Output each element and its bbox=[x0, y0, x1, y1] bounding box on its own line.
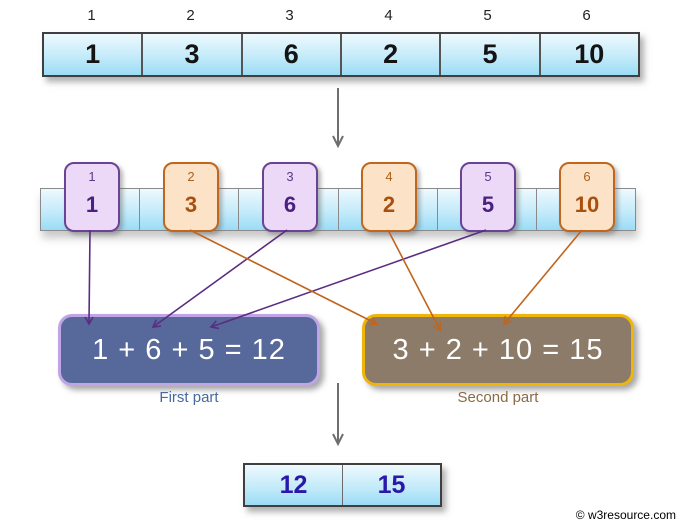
result-cell: 12 bbox=[245, 465, 342, 505]
index-card-3: 3 6 bbox=[262, 162, 318, 232]
card-value: 10 bbox=[574, 192, 600, 217]
array-cell: 10 bbox=[538, 34, 638, 75]
index-card-2: 2 3 bbox=[163, 162, 219, 232]
mapping-line-1-first bbox=[84, 229, 94, 326]
index-label: 1 bbox=[87, 7, 96, 24]
input-array-indices: 1 2 3 4 5 6 bbox=[42, 6, 636, 26]
mapping-line-6-second bbox=[502, 229, 583, 326]
array-cell: 6 bbox=[240, 34, 340, 75]
card-value: 1 bbox=[85, 192, 99, 217]
watermark: © w3resource.com bbox=[575, 508, 676, 522]
card-index: 1 bbox=[88, 169, 96, 184]
array-cell: 5 bbox=[439, 34, 539, 75]
mapping-line-2-second bbox=[189, 229, 379, 326]
first-part-expression: 1 + 6 + 5 = 12 bbox=[92, 333, 286, 366]
card-index: 3 bbox=[286, 169, 294, 184]
card-value: 5 bbox=[481, 192, 495, 217]
card-index: 4 bbox=[385, 169, 393, 184]
card-value: 2 bbox=[382, 192, 396, 217]
first-part-label: First part bbox=[159, 389, 219, 406]
index-card-5: 5 5 bbox=[460, 162, 516, 232]
index-card-4: 4 2 bbox=[361, 162, 417, 232]
array-cell: 1 bbox=[44, 34, 142, 75]
index-card-6: 6 10 bbox=[559, 162, 615, 232]
index-label: 5 bbox=[483, 7, 492, 24]
index-label: 2 bbox=[186, 7, 195, 24]
mapping-line-3-first bbox=[151, 229, 288, 328]
index-label: 4 bbox=[384, 7, 393, 24]
card-index: 2 bbox=[187, 169, 195, 184]
second-part-expression: 3 + 2 + 10 = 15 bbox=[392, 333, 604, 366]
result-array: 12 15 bbox=[243, 463, 442, 507]
second-part-label: Second part bbox=[457, 389, 539, 406]
index-card-1: 1 1 bbox=[64, 162, 120, 232]
card-index: 5 bbox=[484, 169, 492, 184]
first-part-box: 1 + 6 + 5 = 12 bbox=[58, 314, 320, 386]
indexed-array-bar bbox=[40, 188, 636, 231]
second-part-box: 3 + 2 + 10 = 15 bbox=[362, 314, 634, 386]
card-value: 6 bbox=[283, 192, 297, 217]
card-index: 6 bbox=[583, 169, 591, 184]
index-label: 3 bbox=[285, 7, 294, 24]
array-cell: 3 bbox=[141, 34, 241, 75]
card-value: 3 bbox=[184, 192, 198, 217]
index-label: 6 bbox=[582, 7, 591, 24]
mapping-line-5-first bbox=[209, 229, 487, 330]
result-cell: 15 bbox=[342, 465, 440, 505]
array-cell: 2 bbox=[339, 34, 440, 75]
input-array: 1 3 6 2 5 10 bbox=[42, 32, 640, 77]
